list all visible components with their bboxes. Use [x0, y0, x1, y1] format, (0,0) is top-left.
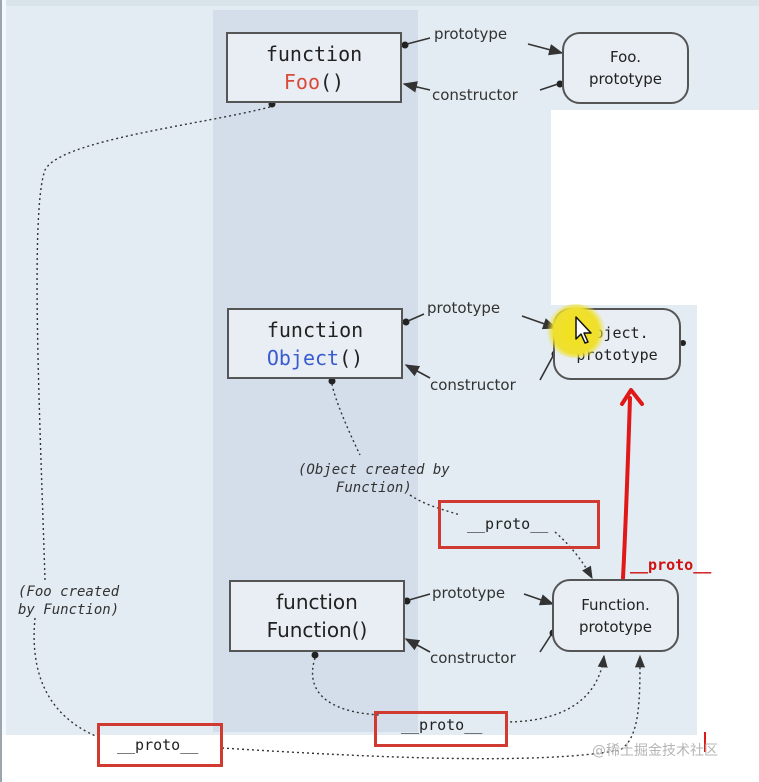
function-constructor-label: constructor	[430, 649, 516, 667]
function-prototype-line2: prototype	[578, 617, 653, 636]
function-proto-tag: __proto__	[401, 716, 483, 734]
object-proto-tag: __proto__	[467, 515, 549, 533]
watermark: @稀土掘金技术社区	[592, 743, 718, 759]
red-proto-arrow	[620, 388, 644, 580]
object-proto-highlight-box	[438, 500, 600, 549]
edge-foo-constructor	[402, 80, 564, 93]
object-function-box: function Object()	[227, 308, 403, 379]
function-function-box: function Function()	[229, 580, 405, 652]
foo-proto-tag: __proto__	[117, 736, 199, 754]
edge-function-prototype	[403, 593, 555, 606]
function-prototype-line1: Function.	[581, 595, 650, 614]
red-proto-label: __proto__	[630, 556, 712, 574]
top-band	[0, 0, 759, 6]
white-patch-right	[697, 305, 759, 735]
function-proto-highlight-box	[374, 711, 508, 747]
edge-object-proto-link	[328, 377, 593, 580]
foo-proto-highlight-box	[97, 723, 223, 767]
function-prototype-node: Function. prototype	[552, 579, 679, 652]
object-constructor-label: constructor	[430, 376, 516, 394]
left-edge	[0, 0, 6, 740]
left-border	[0, 0, 2, 782]
foo-function-keyword: function	[265, 41, 363, 66]
function-function-name: Function()	[266, 618, 368, 642]
edge-foo-prototype	[401, 37, 564, 56]
function-function-keyword: function	[276, 590, 358, 614]
object-function-name: Object	[266, 345, 340, 370]
foo-created-note: (Foo created by Function)	[18, 584, 120, 618]
foo-function-name: Foo	[283, 69, 321, 94]
object-created-note: (Object created by Function)	[298, 462, 450, 496]
edge-foo-proto-link	[33, 100, 646, 760]
bottom-strip	[0, 735, 759, 782]
foo-function-box: function Foo()	[226, 32, 402, 103]
object-function-keyword: function	[266, 317, 364, 342]
foo-prototype-line1: Foo.	[610, 48, 641, 66]
foo-constructor-label: constructor	[432, 86, 518, 104]
foo-function-name-line: Foo()	[284, 68, 344, 96]
object-function-parens: ()	[339, 345, 364, 370]
object-function-name-line: Object()	[267, 344, 363, 372]
edge-function-proto-link	[311, 651, 608, 723]
foo-function-parens: ()	[320, 69, 345, 94]
object-prototype-label: prototype	[427, 299, 501, 317]
foo-prototype-label: prototype	[434, 25, 508, 43]
object-prototype-dot	[680, 340, 686, 346]
function-prototype-label: prototype	[432, 584, 506, 602]
white-patch-top-right	[551, 110, 759, 305]
foo-prototype-node: Foo. prototype	[562, 32, 689, 104]
foo-prototype-line2: prototype	[588, 70, 663, 88]
mouse-cursor-icon	[575, 316, 592, 344]
